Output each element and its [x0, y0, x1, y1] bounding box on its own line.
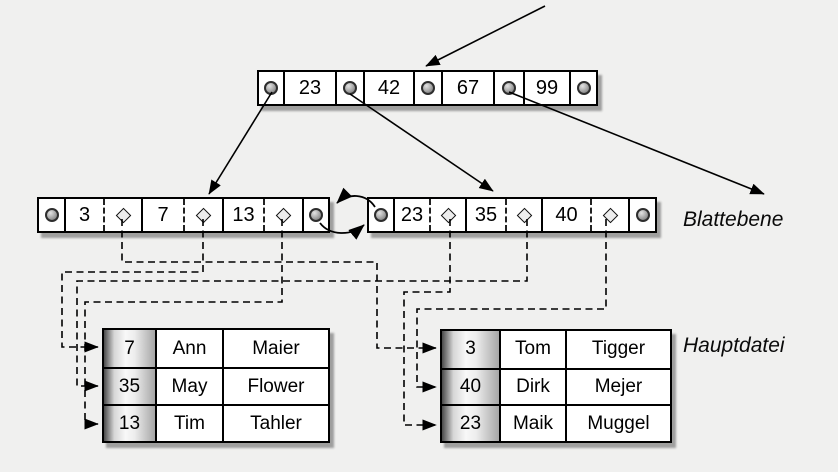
record-lastname: Tigger [591, 338, 646, 360]
record-key-cell: 3 [442, 331, 499, 368]
record-key: 35 [118, 375, 141, 397]
pointer-dot-icon [44, 208, 59, 222]
key-value: 13 [232, 203, 255, 226]
record-firstname: May [171, 375, 208, 397]
pointer-dot-icon [343, 81, 357, 95]
record-pointer-cell [103, 199, 141, 231]
arrow-root-to-offscreen-leaf [508, 91, 765, 195]
key-cell: 99 [523, 72, 569, 104]
record-key: 40 [459, 375, 482, 397]
pointer-dot-icon [421, 81, 435, 95]
record-pointer-cell [429, 199, 465, 231]
arrow-root-to-right-leaf [349, 93, 494, 192]
record-pointer-diamond-icon [115, 207, 131, 223]
pointer-dot-icon [635, 208, 650, 222]
pointer-cell [569, 72, 596, 104]
record-key: 13 [118, 412, 141, 434]
pointer-cell [259, 72, 283, 104]
record-key-cell: 7 [104, 330, 155, 367]
record-lastname-cell: Tigger [565, 331, 670, 368]
pointer-cell [39, 199, 64, 231]
record-lastname-cell: Flower [222, 367, 328, 404]
main-file-table-right: 3 Tom Tigger 40 Dirk Mejer 23 Maik Mugge… [440, 329, 672, 443]
record-key-cell: 40 [442, 367, 499, 405]
record-pointer-cell [183, 199, 222, 231]
record-pointer-cell [263, 199, 302, 231]
pointer-cell [628, 199, 655, 231]
pointer-cell [369, 199, 393, 231]
record-firstname: Tom [515, 338, 551, 360]
record-firstname-cell: Tom [499, 331, 565, 368]
record-pointer-diamond-icon [440, 207, 456, 223]
key-value: 23 [298, 76, 322, 99]
main-file-label: Hauptdatei [683, 334, 785, 357]
key-value: 42 [377, 76, 401, 99]
key-cell: 42 [363, 72, 413, 104]
record-lastname-cell: Muggel [565, 404, 670, 441]
pointer-cell [493, 72, 523, 104]
record-firstname: Dirk [516, 375, 550, 397]
record-lastname: Muggel [587, 412, 650, 434]
pointer-cell [335, 72, 363, 104]
main-file-table-left: 7 Ann Maier 35 May Flower 13 Tim Tahler [102, 328, 330, 443]
record-lastname: Tahler [250, 412, 302, 434]
leaf-node-left: 3 7 13 [37, 197, 330, 233]
arrow-parent-to-root [425, 5, 546, 67]
key-cell: 23 [393, 199, 429, 231]
record-firstname-cell: Ann [155, 330, 222, 367]
record-key-cell: 35 [104, 367, 155, 404]
key-value: 67 [456, 76, 480, 99]
pointer-dot-icon [502, 81, 516, 95]
record-lastname: Flower [247, 375, 305, 397]
record-lastname: Mejer [594, 375, 643, 397]
pointer-dot-icon [374, 208, 388, 222]
key-cell: 3 [64, 199, 103, 231]
arrow-root-to-left-leaf [208, 91, 273, 195]
leaf-level-label: Blattebene [683, 208, 784, 231]
record-key: 7 [124, 337, 135, 359]
pointer-dot-icon [309, 208, 323, 222]
key-cell: 40 [541, 199, 590, 231]
record-firstname-cell: Dirk [499, 367, 565, 405]
record-key-cell: 13 [104, 404, 155, 441]
record-firstname-cell: Maik [499, 404, 565, 441]
pointer-dot-icon [264, 81, 278, 95]
record-lastname-cell: Mejer [565, 367, 670, 405]
key-value: 99 [535, 76, 559, 99]
record-lastname-cell: Tahler [222, 404, 328, 441]
leaf-node-right: 23 35 40 [367, 197, 657, 233]
key-cell: 35 [465, 199, 505, 231]
record-key: 3 [465, 338, 476, 360]
key-cell: 67 [441, 72, 493, 104]
record-pointer-cell [590, 199, 628, 231]
key-cell: 13 [222, 199, 263, 231]
key-value: 3 [78, 203, 91, 226]
record-firstname-cell: Tim [155, 404, 222, 441]
record-firstname-cell: May [155, 367, 222, 404]
pointer-cell [413, 72, 441, 104]
key-cell: 7 [141, 199, 183, 231]
record-pointer-diamond-icon [516, 207, 532, 223]
record-lastname-cell: Maier [222, 330, 328, 367]
pointer-dot-icon [576, 81, 591, 95]
record-pointer-diamond-icon [602, 207, 618, 223]
root-node: 23 42 67 99 [257, 70, 598, 106]
pointer-cell [302, 199, 328, 231]
record-firstname: Ann [172, 337, 207, 359]
record-key: 23 [459, 412, 482, 434]
record-pointer-diamond-icon [275, 207, 292, 223]
record-firstname: Maik [512, 412, 554, 434]
record-key-cell: 23 [442, 404, 499, 441]
record-lastname: Maier [252, 337, 300, 359]
key-value: 35 [474, 203, 498, 226]
record-pointer-diamond-icon [195, 207, 212, 223]
record-firstname: Tim [174, 412, 205, 434]
key-value: 23 [400, 203, 424, 226]
key-value: 7 [157, 203, 169, 226]
key-cell: 23 [283, 72, 335, 104]
key-value: 40 [555, 203, 578, 226]
record-pointer-cell [505, 199, 541, 231]
